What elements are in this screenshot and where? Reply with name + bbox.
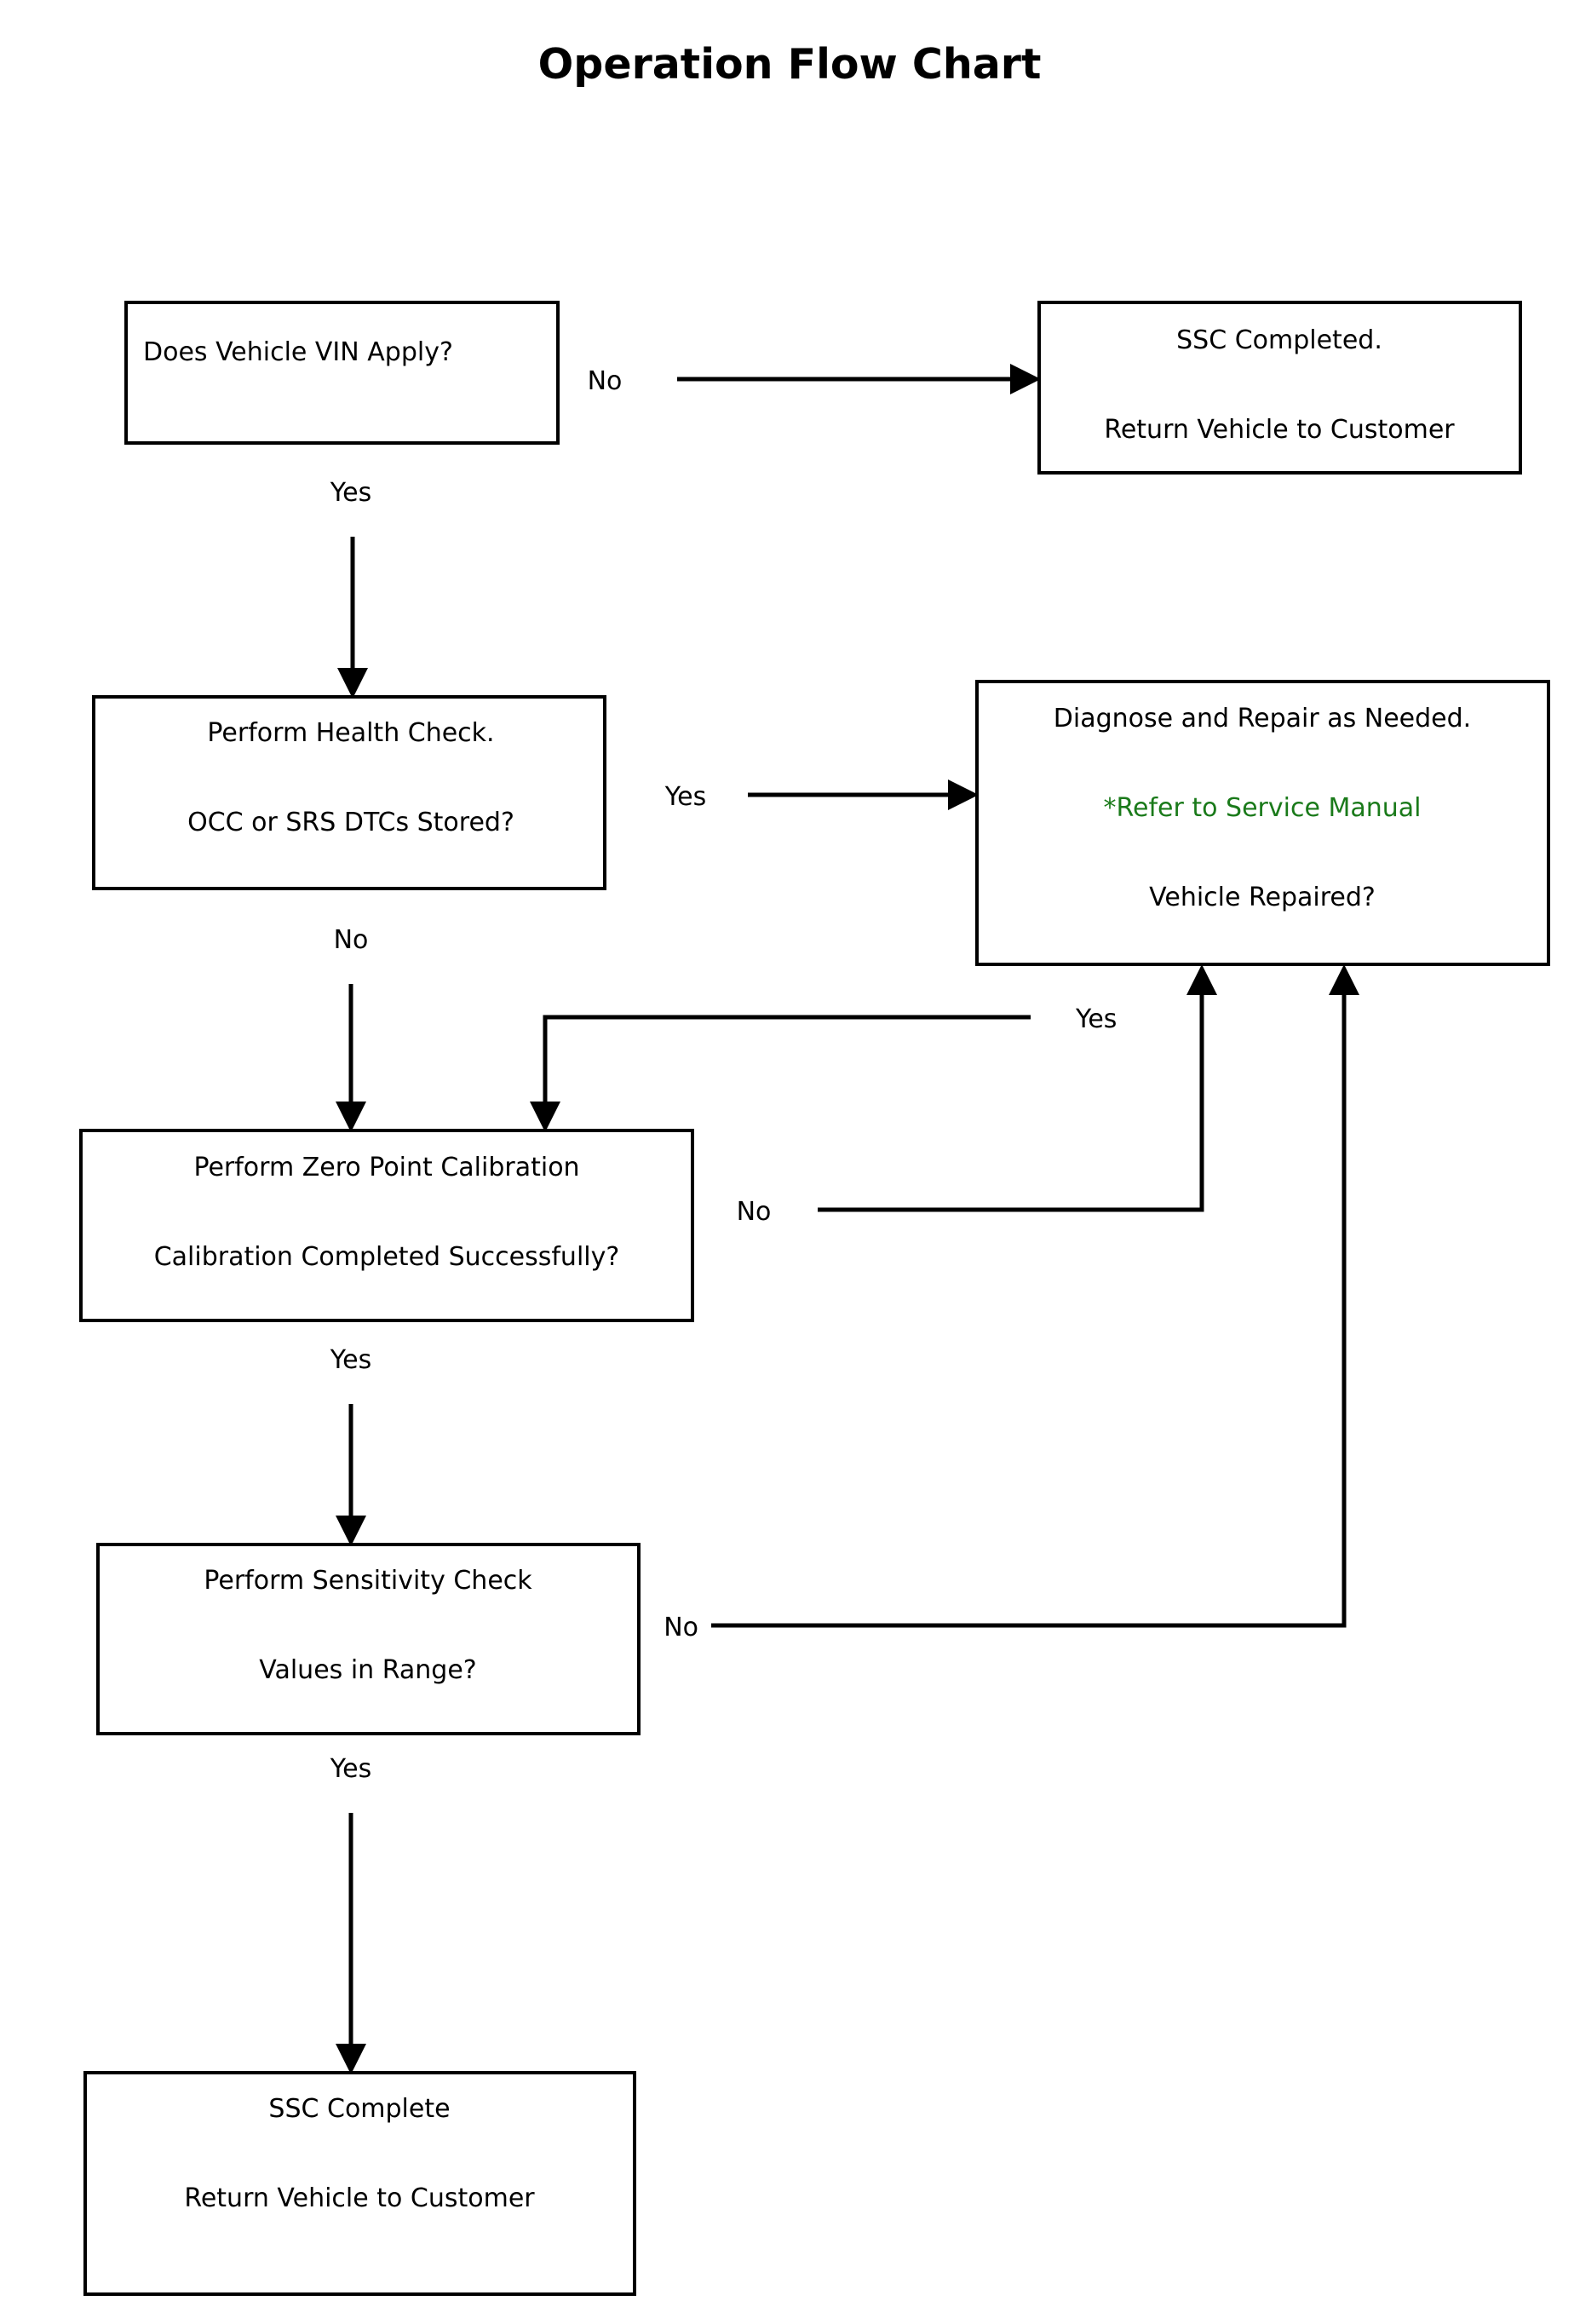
- arrow-head-icon: [530, 1102, 560, 1132]
- node-sensitivity-check-box[interactable]: [96, 1543, 641, 1735]
- page-title: Operation Flow Chart: [538, 40, 1042, 89]
- node-health-check[interactable]: Perform Health Check. OCC or SRS DTCs St…: [92, 695, 606, 890]
- edge-label-health-yes: Yes: [664, 782, 706, 812]
- edge-label-zero-no: No: [737, 1197, 772, 1227]
- edge-label-vin-yes: Yes: [330, 478, 371, 508]
- edge-health-yes-to-diagnose: Yes: [664, 779, 979, 812]
- node-health-check-line2: OCC or SRS DTCs Stored?: [187, 808, 514, 837]
- arrow-head-icon: [1186, 964, 1217, 995]
- edge-zero-no-path: [818, 981, 1204, 1212]
- node-sensitivity-line1: Perform Sensitivity Check: [204, 1566, 532, 1596]
- node-ssc-completed-line2: Return Vehicle to Customer: [1104, 415, 1455, 445]
- edge-label-diagnose-yes: Yes: [1075, 1004, 1117, 1034]
- node-diagnose-box[interactable]: [975, 680, 1550, 966]
- arrow-head-icon: [336, 1102, 366, 1132]
- edge-diagnose-yes-path: [543, 1015, 1031, 1115]
- node-ssc-complete-line2: Return Vehicle to Customer: [184, 2183, 535, 2213]
- edge-vin-yes-to-health-check: Yes: [330, 478, 371, 699]
- edge-zero-yes-to-sensitivity: Yes: [330, 1345, 371, 1546]
- node-ssc-complete-line1: SSC Complete: [268, 2094, 450, 2124]
- edge-sensitivity-no-to-diagnose: No: [664, 964, 1359, 1642]
- edge-label-health-no: No: [334, 925, 369, 955]
- node-vin[interactable]: Does Vehicle VIN Apply?: [124, 301, 560, 445]
- edge-sensitivity-yes-to-ssc-complete: Yes: [330, 1754, 371, 2074]
- edge-vin-no-to-ssc-completed: No: [588, 364, 1041, 396]
- edge-diagnose-yes-to-zero-point: Yes: [530, 1004, 1117, 1132]
- node-diagnose[interactable]: Diagnose and Repair as Needed. *Refer to…: [975, 680, 1550, 966]
- arrow-head-icon: [1010, 364, 1041, 394]
- edge-sensitivity-no-path: [711, 981, 1347, 1628]
- arrow-head-icon: [336, 1516, 366, 1546]
- node-zero-point-calibration-box[interactable]: [79, 1129, 694, 1322]
- node-ssc-completed-line1: SSC Completed.: [1176, 325, 1382, 355]
- arrow-head-icon: [337, 668, 368, 699]
- arrow-head-icon: [948, 779, 979, 810]
- edge-label-sensitivity-no: No: [664, 1613, 698, 1642]
- node-vin-box[interactable]: [124, 301, 560, 445]
- arrow-head-icon: [1329, 964, 1359, 995]
- node-zero-point-calibration[interactable]: Perform Zero Point Calibration Calibrati…: [79, 1129, 694, 1322]
- node-health-check-box[interactable]: [92, 695, 606, 890]
- node-diagnose-line2-service-manual: *Refer to Service Manual: [1104, 793, 1422, 823]
- node-zero-point-line2: Calibration Completed Successfully?: [154, 1242, 620, 1272]
- node-diagnose-line1: Diagnose and Repair as Needed.: [1054, 704, 1471, 733]
- node-ssc-completed-box[interactable]: [1037, 301, 1522, 475]
- arrow-head-icon: [336, 2044, 366, 2074]
- edge-health-no-to-zero-point: No: [334, 925, 369, 1132]
- node-vin-line1: Does Vehicle VIN Apply?: [143, 337, 453, 367]
- edge-label-vin-no: No: [588, 366, 623, 396]
- edge-zero-no-to-diagnose: No: [737, 964, 1217, 1227]
- edge-label-sensitivity-yes: Yes: [330, 1754, 371, 1784]
- node-ssc-complete[interactable]: SSC Complete Return Vehicle to Customer: [83, 2071, 636, 2296]
- node-diagnose-line3: Vehicle Repaired?: [1149, 883, 1376, 912]
- node-sensitivity-check[interactable]: Perform Sensitivity Check Values in Rang…: [96, 1543, 641, 1735]
- node-zero-point-line1: Perform Zero Point Calibration: [193, 1153, 579, 1182]
- node-ssc-completed[interactable]: SSC Completed. Return Vehicle to Custome…: [1037, 301, 1522, 475]
- node-sensitivity-line2: Values in Range?: [259, 1655, 476, 1685]
- node-health-check-line1: Perform Health Check.: [207, 718, 494, 748]
- node-ssc-complete-box[interactable]: [83, 2071, 636, 2296]
- edge-label-zero-yes: Yes: [330, 1345, 371, 1375]
